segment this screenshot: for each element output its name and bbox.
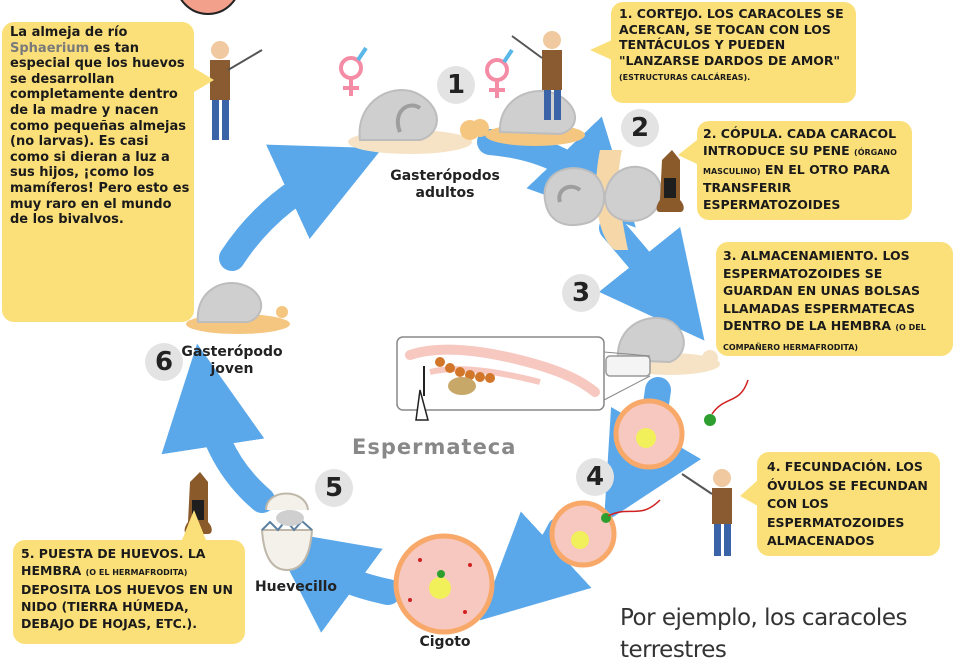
step3-bubble: 3. ALMACENAMIENTO. LOS ESPERMATOZOIDES S…: [716, 242, 953, 356]
step-number-2: 2: [621, 109, 659, 147]
pointer-step1: [590, 40, 612, 60]
step5-title: 5. PUESTA DE HUEVOS.: [21, 546, 183, 561]
step-number-4: 4: [576, 458, 614, 496]
storage-snail: [606, 318, 720, 376]
step1-small: (ESTRUCTURAS CALCÁREAS).: [619, 73, 750, 82]
intro-bubble: La almeja de río Sphaerium es tan especi…: [2, 22, 194, 322]
adults-label: Gasterópodos adultos: [380, 168, 510, 202]
life-cycle-diagram: La almeja de río Sphaerium es tan especi…: [0, 0, 953, 651]
top-badge: [176, 0, 240, 14]
dog-figure-top: [657, 150, 684, 212]
step1-bubble: 1. CORTEJO. LOS CARACOLES SE ACERCAN, SE…: [611, 2, 856, 103]
step2-title: 2. CÓPULA.: [703, 126, 783, 141]
hermaphrodite-symbols: [341, 48, 512, 98]
arrow-6-to-1: [232, 170, 335, 258]
step-number-1: 1: [437, 66, 475, 104]
hatching-egg: [262, 494, 312, 571]
zygote-label: Cigoto: [390, 634, 500, 651]
step1-title: 1. CORTEJO.: [619, 6, 702, 21]
step5-bubble: 5. PUESTA DE HUEVOS. LA HEMBRA (O EL HER…: [13, 540, 245, 644]
intro-genus: Sphaerium: [10, 41, 89, 56]
intro-text-after: es tan especial que los huevos se desarr…: [10, 41, 189, 228]
step5-text2: DEPOSITA LOS HUEVOS EN UN NIDO (TIERRA H…: [21, 582, 233, 631]
step5-small: (O EL HERMAFRODITA): [86, 568, 188, 577]
young-label: Gasterópodo joven: [172, 344, 292, 378]
step-number-3: 3: [562, 274, 600, 312]
intro-text-before: La almeja de río: [10, 25, 127, 40]
step-number-5: 5: [315, 469, 353, 507]
handwritten-note: Por ejemplo, los caracoles terrestres: [620, 602, 920, 666]
scientist-figure-left: [210, 41, 262, 140]
spermatheca-zoom: [397, 337, 650, 420]
zygote-cell: [396, 536, 492, 632]
scientist-figure-right: [682, 469, 732, 556]
adult-snail-right: [471, 91, 585, 146]
pointer-step4: [740, 480, 758, 506]
step4-title: 4. FECUNDACIÓN.: [767, 459, 891, 474]
step2-bubble: 2. CÓPULA. CADA CARACOL INTRODUCE SU PEN…: [697, 121, 912, 220]
young-snail: [186, 283, 290, 334]
egg-label: Huevecillo: [246, 579, 346, 596]
step3-title: 3. ALMACENAMIENTO.: [723, 248, 878, 263]
arrow-5-to-6: [205, 395, 262, 500]
spermatheca-label: Espermateca: [352, 434, 512, 460]
step4-bubble: 4. FECUNDACIÓN. LOS ÓVULOS SE FECUNDAN C…: [757, 452, 940, 556]
pointer-step2: [678, 140, 697, 164]
